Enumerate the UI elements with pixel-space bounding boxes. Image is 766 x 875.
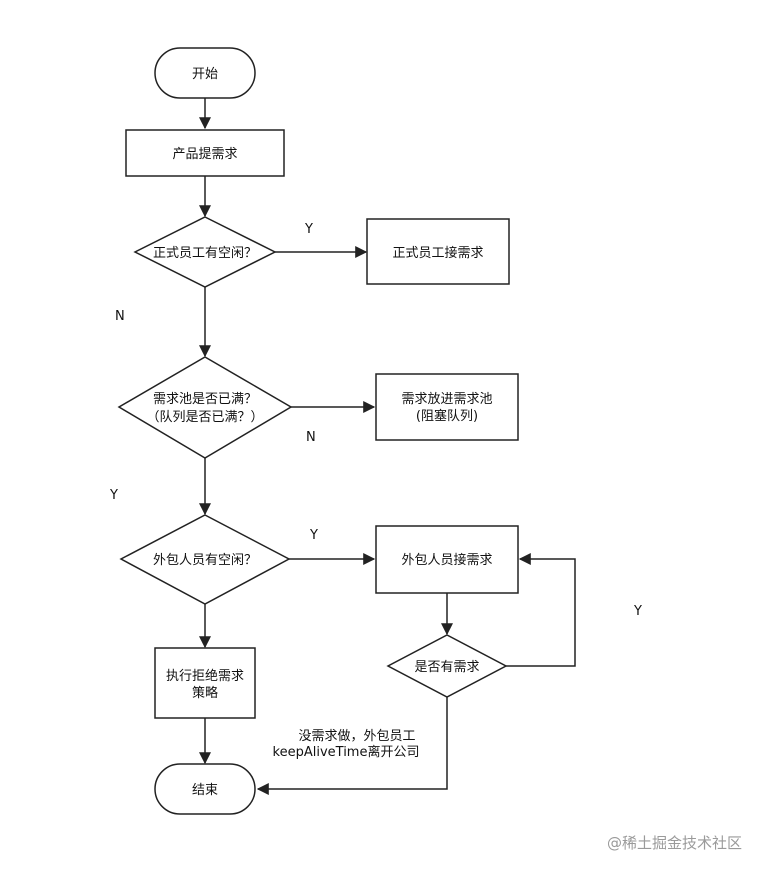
pool-full-label-line2: （队列是否已满？） [146, 410, 263, 425]
product-request-node: 产品提需求 [125, 129, 285, 177]
label-pool-full-yes: Y [109, 488, 118, 503]
label-outsource-free-yes: Y [309, 528, 318, 543]
label-has-request-yes: Y [633, 604, 642, 619]
pool-full-label-line1: 需求池是否已满？ [153, 392, 257, 407]
staff-accept-label: 正式员工接需求 [392, 245, 483, 261]
staff-free-label: 正式员工有空闲？ [153, 246, 257, 261]
start-node: 开始 [154, 47, 256, 99]
outsource-free-label: 外包人员有空闲？ [153, 553, 257, 568]
has-request-decision: 是否有需求 [386, 634, 508, 698]
has-request-label: 是否有需求 [414, 660, 479, 675]
edge-has-request-no-to-end [256, 697, 448, 795]
staff-free-decision: 正式员工有空闲？ [133, 216, 277, 288]
edge-has-request-yes-loop [506, 553, 576, 667]
outsource-accept-label: 外包人员接需求 [401, 552, 492, 568]
put-pool-label-line2: (阻塞队列) [416, 408, 478, 424]
start-node-label: 开始 [192, 67, 218, 82]
edges [199, 98, 576, 795]
end-node-label: 结束 [192, 783, 218, 798]
product-request-label: 产品提需求 [172, 146, 237, 162]
reject-strategy-node: 执行拒绝需求 策略 [154, 647, 256, 719]
staff-accept-node: 正式员工接需求 [366, 218, 510, 285]
label-staff-free-no: N [115, 309, 125, 324]
watermark: @稀土掘金技术社区 [607, 834, 742, 852]
label-timeout-line1: 没需求做，外包员工 [298, 729, 415, 744]
outsource-free-decision: 外包人员有空闲？ [119, 514, 291, 605]
reject-label-line2: 策略 [192, 685, 218, 701]
put-pool-node: 需求放进需求池 (阻塞队列) [375, 373, 519, 441]
label-pool-not-full: N [306, 430, 316, 445]
put-pool-label-line1: 需求放进需求池 [401, 392, 492, 407]
end-node: 结束 [154, 763, 256, 815]
pool-full-decision: 需求池是否已满？ （队列是否已满？） [117, 356, 293, 459]
label-staff-free-yes: Y [304, 222, 313, 237]
reject-label-line1: 执行拒绝需求 [166, 668, 244, 684]
outsource-accept-node: 外包人员接需求 [375, 525, 519, 594]
label-timeout-line2: keepAliveTime离开公司 [273, 744, 420, 760]
